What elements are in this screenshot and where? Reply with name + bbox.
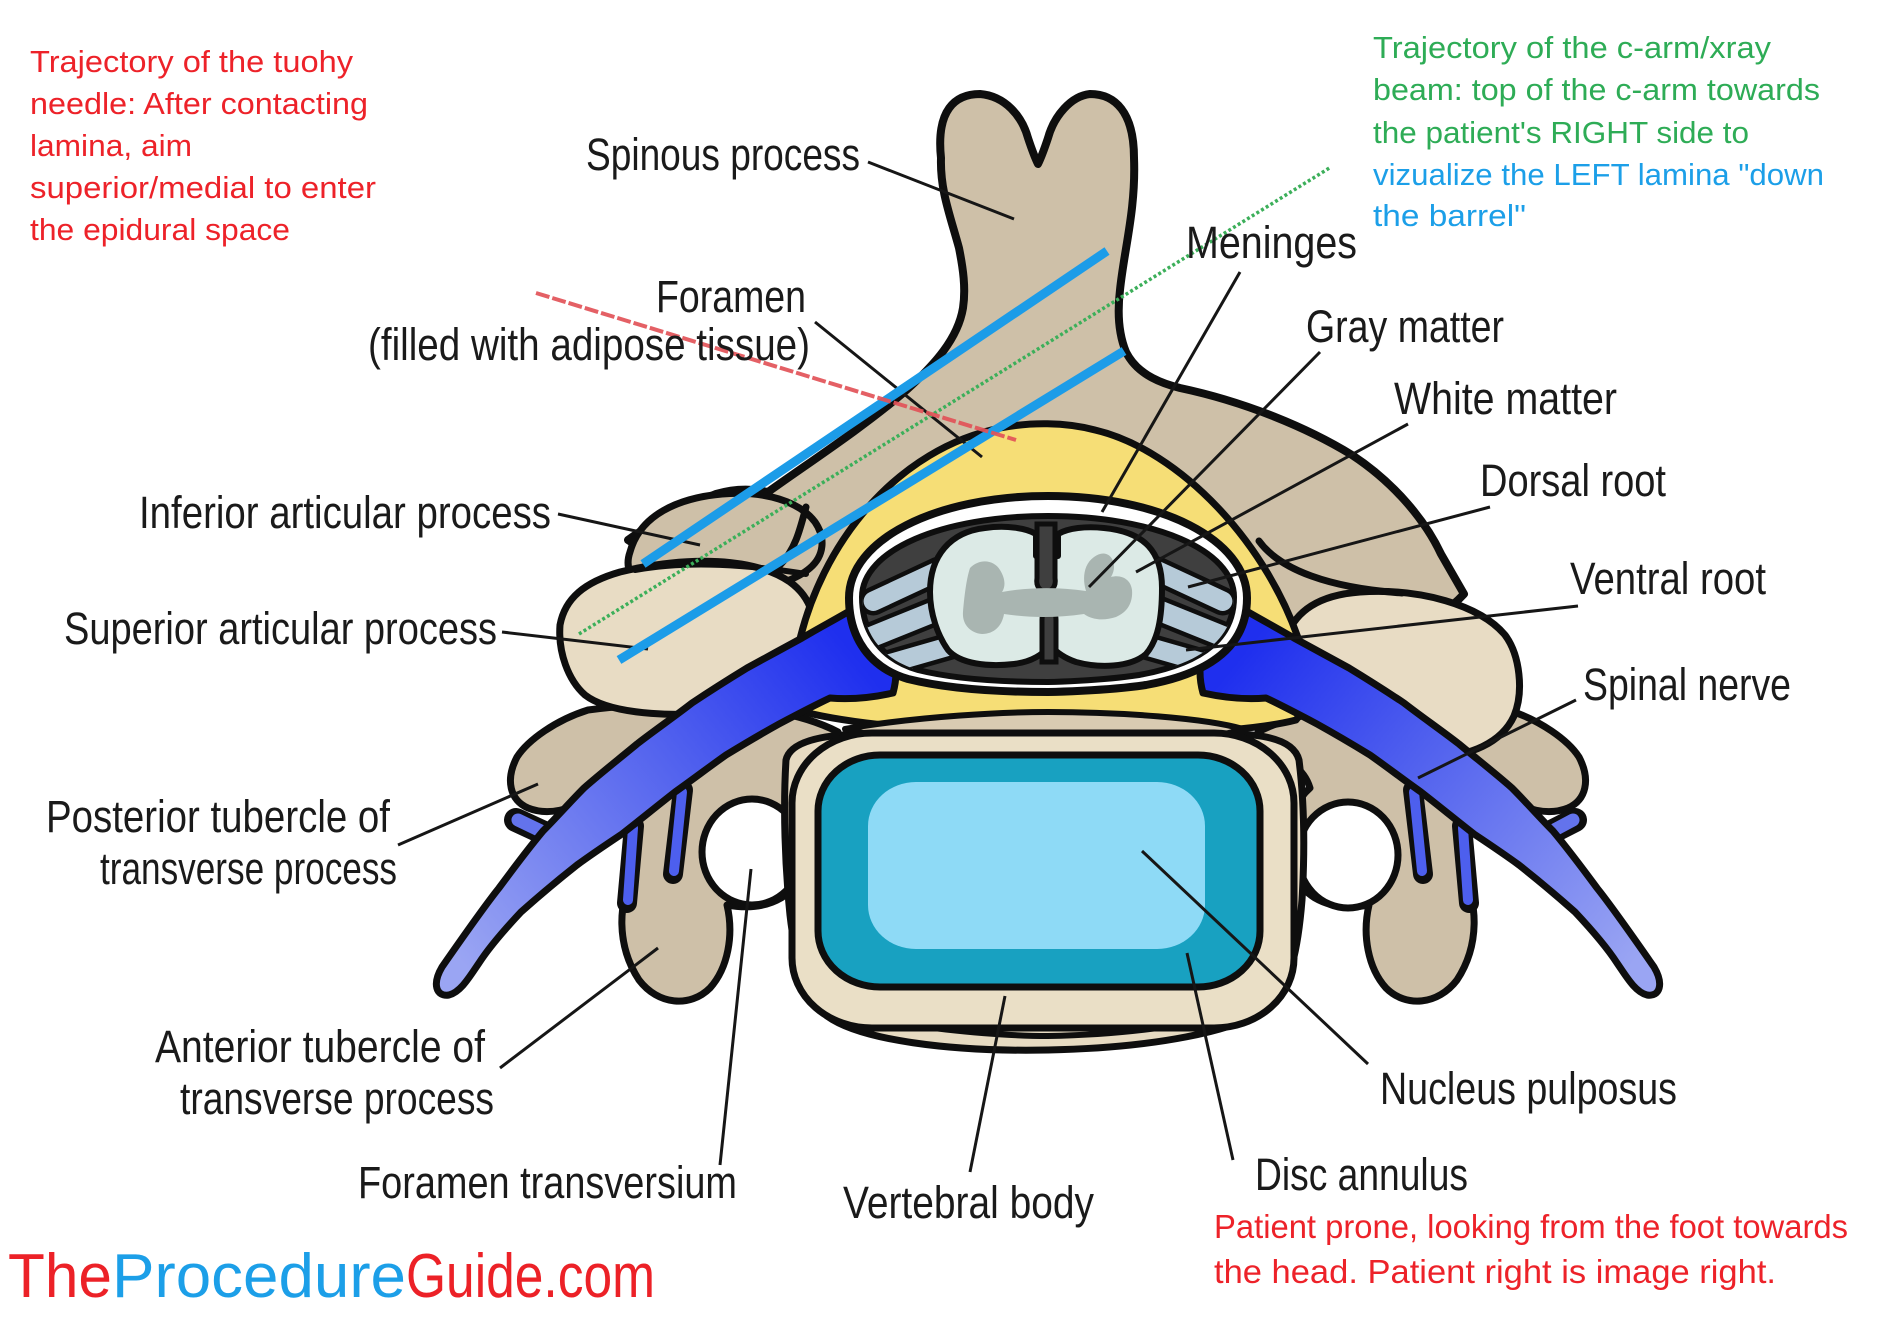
svg-text:Spinous process: Spinous process: [586, 129, 860, 180]
svg-text:Vertebral body: Vertebral body: [843, 1177, 1094, 1228]
svg-text:the barrel": the barrel": [1373, 198, 1526, 233]
svg-text:transverse process: transverse process: [180, 1073, 494, 1124]
svg-text:Spinal nerve: Spinal nerve: [1583, 659, 1791, 710]
svg-text:Nucleus pulposus: Nucleus pulposus: [1380, 1063, 1677, 1114]
svg-text:Inferior articular process: Inferior articular process: [139, 487, 551, 538]
svg-text:Meninges: Meninges: [1186, 217, 1357, 268]
svg-text:Dorsal root: Dorsal root: [1480, 455, 1666, 506]
svg-text:the head. Patient right is ima: the head. Patient right is image right.: [1214, 1253, 1776, 1290]
svg-text:(filled with adipose tissue): (filled with adipose tissue): [368, 319, 810, 370]
svg-text:Foramen: Foramen: [656, 271, 806, 322]
svg-text:Trajectory of the tuohy: Trajectory of the tuohy: [30, 44, 354, 79]
svg-text:Ventral root: Ventral root: [1570, 553, 1766, 604]
svg-text:beam: top of the c-arm towards: beam: top of the c-arm towards: [1373, 72, 1820, 107]
svg-text:White matter: White matter: [1394, 373, 1617, 424]
svg-text:Posterior tubercle of: Posterior tubercle of: [46, 791, 390, 842]
svg-text:Superior articular process: Superior articular process: [64, 603, 497, 654]
svg-text:Trajectory of the c-arm/xray: Trajectory of the c-arm/xray: [1373, 30, 1772, 65]
svg-text:the patient's RIGHT side to: the patient's RIGHT side to: [1373, 115, 1749, 150]
svg-text:transverse process: transverse process: [100, 843, 397, 894]
svg-text:Anterior tubercle of: Anterior tubercle of: [155, 1021, 485, 1072]
svg-text:needle: After contacting: needle: After contacting: [30, 86, 368, 121]
svg-text:Disc annulus: Disc annulus: [1255, 1149, 1468, 1200]
svg-text:vizualize the LEFT lamina "dow: vizualize the LEFT lamina "down: [1373, 157, 1824, 192]
svg-text:TheProcedureGuide.com: TheProcedureGuide.com: [8, 1242, 655, 1311]
svg-text:the epidural space: the epidural space: [30, 212, 290, 247]
svg-text:Foramen transversium: Foramen transversium: [358, 1157, 737, 1208]
svg-text:Patient prone, looking from th: Patient prone, looking from the foot tow…: [1214, 1208, 1848, 1245]
svg-text:Gray matter: Gray matter: [1306, 301, 1504, 352]
svg-text:lamina, aim: lamina, aim: [30, 128, 192, 163]
svg-text:superior/medial to enter: superior/medial to enter: [30, 170, 376, 205]
